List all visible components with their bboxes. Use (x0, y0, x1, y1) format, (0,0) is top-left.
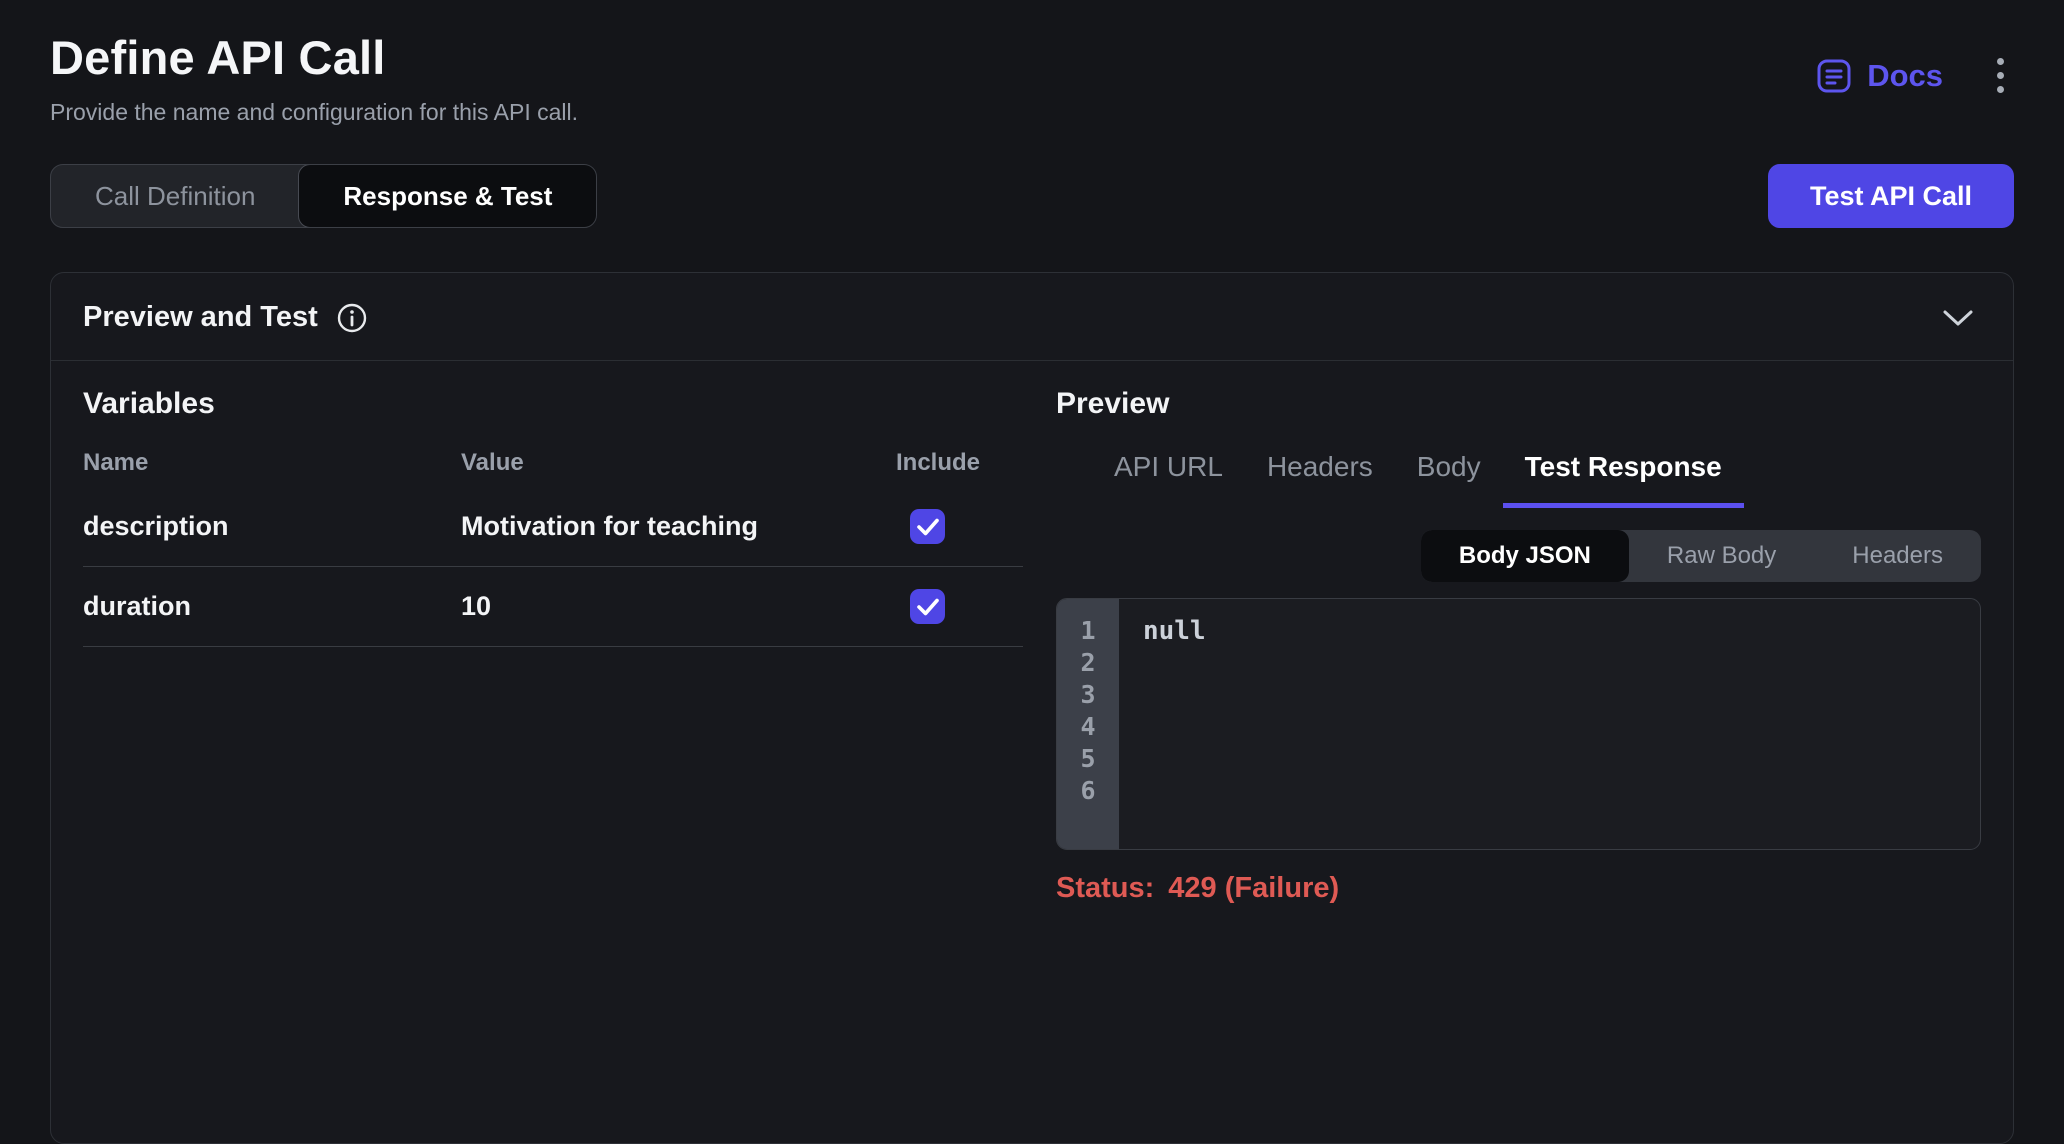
column-header-include: Include (896, 449, 981, 476)
docs-link[interactable]: Docs (1815, 57, 1943, 95)
docs-icon (1815, 57, 1853, 95)
line-number: 4 (1080, 712, 1096, 741)
line-number: 3 (1080, 680, 1096, 709)
variable-include-cell (896, 509, 1023, 544)
column-header-name: Name (83, 449, 149, 476)
include-checkbox[interactable] (910, 509, 945, 544)
variables-section: Variables Name Value Include description… (83, 387, 1023, 1143)
variable-name: duration (83, 591, 191, 621)
variable-row: description Motivation for teaching (83, 487, 1023, 567)
collapse-panel-button[interactable] (1937, 303, 1979, 333)
line-number: 6 (1080, 776, 1096, 805)
preview-section: Preview API URL Headers Body Test Respon… (1023, 387, 1981, 1143)
tab-body[interactable]: Body (1416, 451, 1481, 482)
variables-header-row: Name Value Include (83, 449, 1023, 477)
variable-include-cell (896, 589, 1023, 624)
code-line: null (1143, 616, 1206, 646)
preview-title: Preview (1056, 387, 1170, 420)
preview-tabs: API URL Headers Body Test Response (1056, 451, 1981, 508)
line-number: 1 (1080, 616, 1096, 645)
include-checkbox[interactable] (910, 589, 945, 624)
body-format-control: Body JSON Raw Body Headers (1420, 530, 1981, 582)
page-header-left: Define API Call Provide the name and con… (50, 30, 578, 126)
body-format-row: Body JSON Raw Body Headers (1056, 530, 1981, 582)
tab-headers-body[interactable]: Headers (1852, 542, 1943, 569)
page-subtitle: Provide the name and configuration for t… (50, 99, 579, 125)
tab-raw-body[interactable]: Raw Body (1666, 542, 1777, 569)
status-value: 429 (Failure) (1168, 872, 1340, 904)
column-header-value: Value (461, 449, 524, 476)
variables-title: Variables (83, 387, 215, 420)
check-icon (916, 518, 939, 535)
status-row: Status: 429 (Failure) (1056, 872, 1981, 905)
docs-label: Docs (1867, 57, 1943, 93)
preview-and-test-panel: Preview and Test Variables (50, 272, 2014, 1144)
panel-body: Variables Name Value Include description… (51, 361, 2013, 1143)
more-options-icon[interactable] (1987, 52, 2014, 99)
chevron-down-icon (1943, 310, 1973, 325)
test-api-call-button[interactable]: Test API Call (1767, 164, 2014, 228)
editor-content[interactable]: null (1119, 599, 1980, 849)
variable-name: description (83, 511, 229, 541)
info-icon[interactable] (336, 302, 368, 334)
panel-title: Preview and Test (83, 301, 318, 333)
tab-headers[interactable]: Headers (1266, 451, 1373, 482)
header-actions: Docs (1815, 52, 2014, 99)
tab-api-url[interactable]: API URL (1114, 451, 1223, 482)
line-number: 5 (1080, 744, 1096, 773)
main-tab-control: Call Definition Response & Test (50, 164, 598, 228)
tabbar-row: Call Definition Response & Test Test API… (50, 164, 2014, 228)
variable-value[interactable]: 10 (461, 591, 492, 621)
page-header: Define API Call Provide the name and con… (50, 30, 2014, 126)
variable-value[interactable]: Motivation for teaching (461, 511, 758, 541)
line-number: 2 (1080, 648, 1096, 677)
panel-header[interactable]: Preview and Test (51, 273, 2013, 361)
tab-call-definition[interactable]: Call Definition (95, 180, 256, 211)
page-title: Define API Call (50, 31, 386, 84)
check-icon (916, 598, 939, 615)
panel-title-wrap: Preview and Test (83, 301, 368, 334)
tab-test-response[interactable]: Test Response (1502, 451, 1744, 508)
variable-row: duration 10 (83, 567, 1023, 647)
tab-response-and-test[interactable]: Response & Test (298, 165, 597, 227)
status-label: Status: (1056, 872, 1155, 904)
tab-body-json[interactable]: Body JSON (1420, 530, 1629, 582)
editor-line-gutter: 1 2 3 4 5 6 (1057, 599, 1119, 849)
response-code-editor[interactable]: 1 2 3 4 5 6 null (1056, 598, 1981, 850)
